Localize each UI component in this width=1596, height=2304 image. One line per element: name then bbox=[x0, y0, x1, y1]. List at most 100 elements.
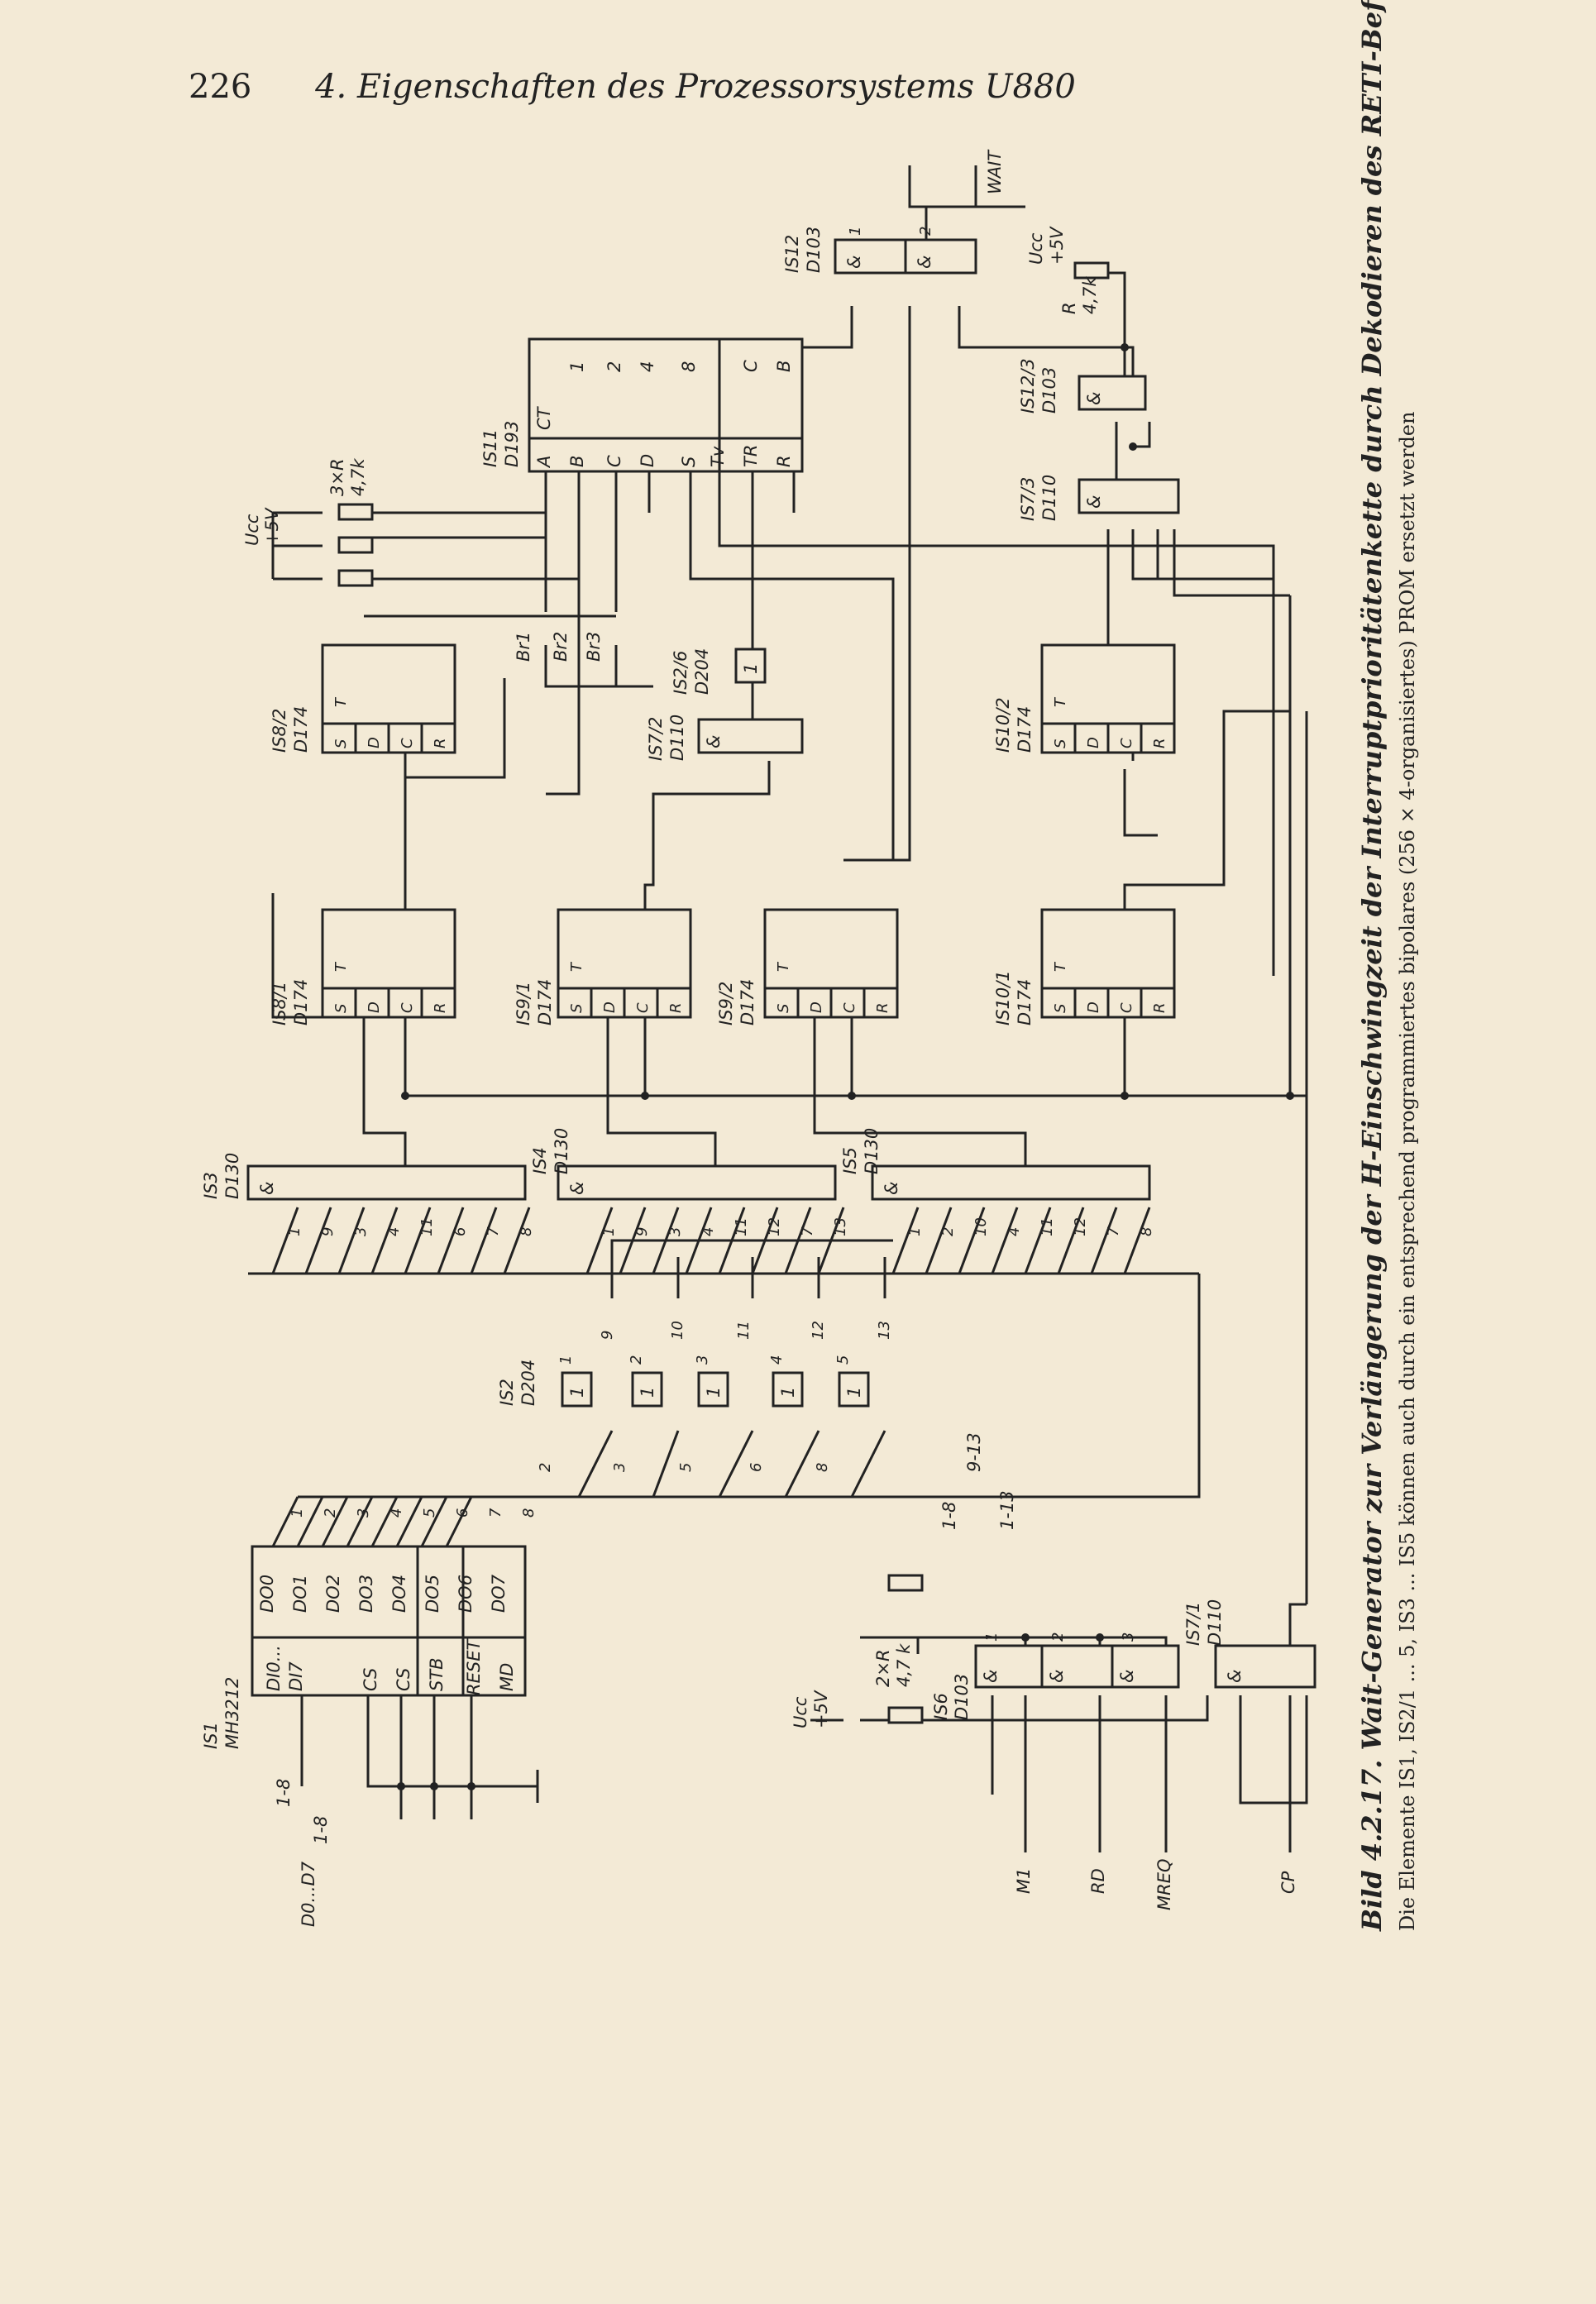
cp-signal: CP bbox=[1278, 1871, 1298, 1894]
is1-chip bbox=[251, 1545, 527, 1697]
and-input-numbers: 1 9 3 4 11 6 7 8 1 9 3 4 11 12 7 13 1 2 … bbox=[286, 227, 1155, 1642]
is6-gate-3: 3 bbox=[1120, 1632, 1137, 1642]
resistor-r: R bbox=[1059, 302, 1079, 314]
ff10-2-c: C bbox=[1118, 738, 1135, 748]
label-is4-type: D130 bbox=[552, 1128, 571, 1174]
is1-md-label: MD bbox=[497, 1663, 517, 1691]
bus-num-2: 2 bbox=[322, 1508, 339, 1518]
pin-labels: DI0... DI7 DO0 DO1 DO2 DO3 DO4 DO5 DO6 D… bbox=[257, 256, 1245, 1695]
inv5-out-b: 13 bbox=[876, 1321, 893, 1340]
jumper-br3: Br3 bbox=[584, 632, 604, 662]
ff10-1-c: C bbox=[1118, 1002, 1135, 1013]
is6-gates bbox=[974, 1644, 1180, 1689]
is4-in-5: 11 bbox=[733, 1217, 750, 1236]
is4-in-8: 13 bbox=[832, 1217, 849, 1236]
label-is7-2-type: D110 bbox=[667, 715, 687, 761]
is1-reset-label: RESET bbox=[464, 1638, 484, 1695]
inv1-out-a: 1 bbox=[557, 1355, 575, 1365]
is1-stb-label: STB bbox=[427, 1657, 447, 1691]
ff8-2-s: S bbox=[332, 739, 350, 748]
inv5-symbol: 1 bbox=[844, 1387, 864, 1398]
is2-6-inverter bbox=[734, 648, 767, 684]
is3-in-5: 11 bbox=[418, 1217, 436, 1236]
ff8-2-r: R bbox=[432, 738, 449, 748]
ff10-1-s: S bbox=[1052, 1004, 1069, 1013]
label-is6: IS6 bbox=[931, 1693, 951, 1720]
is5-in-8: 8 bbox=[1138, 1227, 1155, 1236]
label-is11: IS11 bbox=[480, 429, 500, 467]
plus5v-label-top: +5V bbox=[262, 507, 282, 546]
is1-do5-label: DO5 bbox=[423, 1575, 442, 1613]
is5-and-symbol: & bbox=[882, 1182, 901, 1195]
is11-q4-label: 4 bbox=[638, 361, 657, 372]
inv2-symbol: 1 bbox=[638, 1387, 657, 1398]
is2-inverters bbox=[561, 1371, 870, 1408]
plus5v-label-bottom: +5V bbox=[811, 1690, 831, 1728]
label-is1: IS1 bbox=[201, 1722, 221, 1749]
ff10-2-t: T bbox=[1052, 696, 1069, 707]
is12-gate-2: 2 bbox=[917, 227, 934, 236]
label-is7-2: IS7/2 bbox=[646, 717, 666, 761]
ff10-1-d: D bbox=[1085, 1001, 1102, 1013]
label-is8-2: IS8/2 bbox=[270, 709, 289, 753]
ff8-2-d: D bbox=[366, 737, 383, 748]
ff10-2-d: D bbox=[1085, 737, 1102, 748]
label-is8-2-type: D174 bbox=[291, 706, 311, 753]
bus-num-1: 1 bbox=[289, 1508, 306, 1518]
label-is12-3-type: D103 bbox=[1039, 367, 1059, 413]
ff8-1-t: T bbox=[332, 961, 350, 972]
label-is2-6: IS2/6 bbox=[671, 651, 690, 695]
is6-gate-1: 1 bbox=[983, 1632, 1001, 1642]
label-is1-type: MH3212 bbox=[222, 1677, 242, 1749]
inv2-out-b: 10 bbox=[669, 1321, 686, 1340]
ucc-label-right: Ucc bbox=[1026, 232, 1046, 265]
is1-cs2-label: CS bbox=[394, 1668, 413, 1691]
inv4-out-b: 12 bbox=[810, 1321, 827, 1340]
inv3-out-a: 3 bbox=[694, 1355, 711, 1365]
is1-do2-label: DO2 bbox=[323, 1575, 343, 1613]
is5-in-4: 4 bbox=[1006, 1227, 1023, 1236]
is4-and-gate bbox=[557, 1164, 837, 1201]
is12-gate-1: 1 bbox=[847, 227, 864, 236]
is11-b-label: B bbox=[567, 456, 587, 467]
inv4-in: 6 bbox=[748, 1463, 765, 1472]
is1-do4-label: DO4 bbox=[389, 1575, 409, 1613]
is11-q1-label: 1 bbox=[567, 361, 587, 372]
is3-in-6: 6 bbox=[452, 1227, 469, 1236]
bus-num-5: 5 bbox=[421, 1508, 438, 1518]
is3-in-7: 7 bbox=[485, 1226, 502, 1236]
ff10-2-r: R bbox=[1151, 738, 1168, 748]
is12-3-gate bbox=[1078, 375, 1147, 411]
m1-signal: M1 bbox=[1014, 1868, 1034, 1894]
is3-in-3: 3 bbox=[352, 1227, 370, 1236]
is3-and-symbol: & bbox=[257, 1182, 277, 1195]
wait-signal: WAIT bbox=[985, 149, 1005, 194]
label-is7-1: IS7/1 bbox=[1183, 1602, 1203, 1646]
is6-and3-symbol: & bbox=[1117, 1670, 1137, 1683]
junctions bbox=[397, 343, 1294, 1790]
ff9-2-d: D bbox=[808, 1001, 825, 1013]
is4-and-symbol: & bbox=[567, 1182, 587, 1195]
jumper-br2: Br2 bbox=[551, 632, 571, 662]
ff8-1-s: S bbox=[332, 1004, 350, 1013]
component-labels: IS1 MH3212 IS2 D204 IS3 D130 IS4 D130 IS… bbox=[201, 227, 1225, 1749]
wires bbox=[248, 165, 1308, 1852]
ff9-2-r: R bbox=[874, 1002, 891, 1013]
bus-range-a: 1-8 bbox=[939, 1502, 959, 1530]
inv2-out-a: 2 bbox=[628, 1355, 645, 1365]
bus-range-in2: 1-8 bbox=[311, 1816, 331, 1844]
page-header: 226 4. Eigenschaften des Prozessorsystem… bbox=[189, 68, 1076, 106]
is3-in-2: 9 bbox=[319, 1227, 337, 1236]
is11-d-label: D bbox=[638, 454, 657, 467]
ff-pin-labels: S D C R T S D C R T S D C R T S D C R T … bbox=[332, 696, 1168, 1013]
is11-s-label: S bbox=[679, 456, 699, 467]
signal-labels: D0...D7 1-8 1-8 1-8 1-13 9-13 M1 RD MREQ… bbox=[242, 149, 1298, 1927]
label-is9-1-type: D174 bbox=[535, 979, 555, 1025]
is7-1-gate bbox=[1214, 1644, 1316, 1689]
label-is10-1: IS10/1 bbox=[993, 970, 1013, 1025]
bus-num-4: 4 bbox=[388, 1508, 405, 1518]
is3-in-1: 1 bbox=[286, 1227, 303, 1236]
label-is10-1-type: D174 bbox=[1015, 979, 1035, 1025]
plus5v-label-right: +5V bbox=[1047, 226, 1067, 265]
is4-in-7: 7 bbox=[799, 1226, 816, 1236]
